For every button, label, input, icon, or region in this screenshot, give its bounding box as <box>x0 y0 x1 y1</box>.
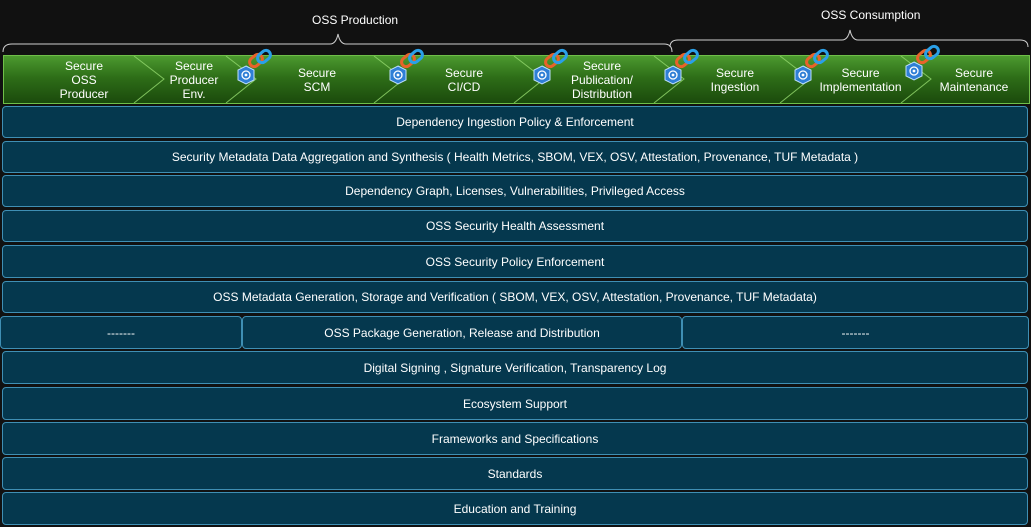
chain-link-icon <box>388 47 426 86</box>
layer-ecosystem-support: Ecosystem Support <box>2 387 1028 420</box>
stage-line: CI/CD <box>447 79 481 94</box>
stage-line: Maintenance <box>939 79 1009 94</box>
stage-line: Secure <box>174 58 214 73</box>
chain-link-icon <box>793 47 831 86</box>
stage-line: Producer <box>169 72 219 87</box>
separator-1 <box>133 56 165 103</box>
layer-digital-signing: Digital Signing , Signature Verification… <box>2 351 1028 384</box>
stage-line: Env. <box>182 86 206 101</box>
stage-line: Secure <box>444 65 484 80</box>
oss-production-label: OSS Production <box>312 13 399 27</box>
stage-secure-producer-env: Secure Producer Env. <box>149 56 239 103</box>
layer-package-generation: OSS Package Generation, Release and Dist… <box>242 316 682 349</box>
stage-secure-maintenance: Secure Maintenance <box>929 56 1019 103</box>
layer-frameworks: Frameworks and Specifications <box>2 422 1028 455</box>
chain-link-icon <box>663 47 701 86</box>
stage-line: Producer <box>59 86 109 101</box>
stage-secure-cicd: Secure CI/CD <box>419 56 509 103</box>
layer-metadata-generation: OSS Metadata Generation, Storage and Ver… <box>2 281 1028 313</box>
stage-icons <box>236 43 942 86</box>
stage-secure-oss-producer: Secure OSS Producer <box>34 56 134 103</box>
stage-line: OSS <box>71 72 97 87</box>
stage-line: Secure <box>841 65 880 80</box>
stage-line: Secure <box>582 58 622 73</box>
layer-health-assessment: OSS Security Health Assessment <box>2 210 1028 242</box>
layer-standards: Standards <box>2 457 1028 490</box>
chain-link-icon <box>904 43 942 82</box>
layer-package-right-placeholder: ------- <box>682 316 1029 349</box>
stage-line: Publication/ <box>570 72 634 87</box>
layer-package-left-placeholder: ------- <box>0 316 242 349</box>
layer-metadata-aggregation: Security Metadata Data Aggregation and S… <box>2 141 1028 173</box>
layer-dependency-graph: Dependency Graph, Licenses, Vulnerabilit… <box>2 175 1028 207</box>
oss-consumption-label: OSS Consumption <box>821 8 921 22</box>
stage-line: Secure <box>715 65 755 80</box>
stage-line: Secure <box>64 58 104 73</box>
stage-secure-ingestion: Secure Ingestion <box>690 56 780 103</box>
stage-line: SCM <box>303 79 331 94</box>
stage-line: Ingestion <box>710 79 760 94</box>
stage-line: Implementation <box>819 79 902 94</box>
stage-secure-scm: Secure SCM <box>272 56 362 103</box>
layer-education: Education and Training <box>2 492 1028 525</box>
layer-policy-enforcement: OSS Security Policy Enforcement <box>2 245 1028 278</box>
separator-5 <box>653 56 685 103</box>
stage-line: Secure <box>297 65 337 80</box>
separator-2 <box>225 56 257 103</box>
chain-link-icon <box>532 47 570 86</box>
chain-link-icon <box>236 47 274 86</box>
stage-secure-publication-distribution: Secure Publication/ Distribution <box>557 56 647 103</box>
stage-line: Secure <box>954 65 994 80</box>
stage-secure-implementation: Secure Implementation <box>813 56 908 103</box>
supply-chain-pipeline: Secure OSS Producer Secure Producer Env.… <box>3 55 1030 104</box>
stage-line: Distribution <box>571 86 633 101</box>
layer-dependency-ingestion: Dependency Ingestion Policy & Enforcemen… <box>2 106 1028 138</box>
